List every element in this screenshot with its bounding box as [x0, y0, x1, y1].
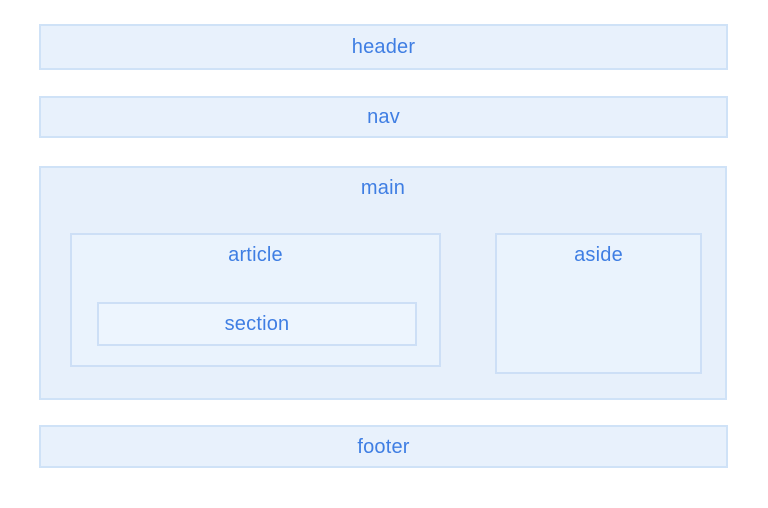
- main-label: main: [360, 177, 406, 199]
- aside-label: aside: [574, 244, 623, 266]
- article-label: article: [228, 244, 283, 266]
- nav-box: nav: [39, 96, 728, 138]
- article-box: article section: [70, 233, 441, 367]
- nav-label: nav: [367, 106, 400, 128]
- header-label: header: [351, 36, 416, 58]
- section-label: section: [224, 313, 290, 335]
- aside-box: aside: [495, 233, 702, 374]
- main-box: main article section aside: [39, 166, 727, 400]
- footer-label: footer: [357, 435, 410, 458]
- header-box: header: [39, 24, 728, 70]
- section-box: section: [97, 302, 417, 346]
- footer-box: footer: [39, 425, 728, 468]
